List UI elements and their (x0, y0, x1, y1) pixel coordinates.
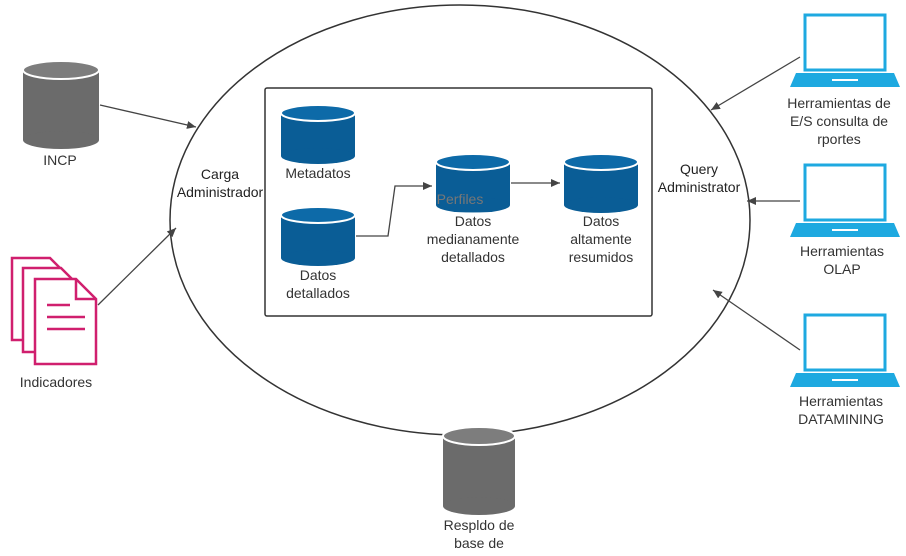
carga-admin-label: Carga Administrador (176, 166, 264, 200)
datos-altamente-label: Datos altamente resumidos (568, 213, 634, 265)
herr-olap-label: Herramientas OLAP (799, 243, 885, 277)
datos-detallados-database-icon (280, 206, 356, 266)
incp-to-carga-arrow (99, 104, 197, 129)
perfiles-label: Perfiles (436, 191, 484, 207)
respaldo-label: Respldo de base de (443, 517, 515, 551)
indicadores-to-carga-arrow (97, 227, 177, 306)
metadatos-database-icon (280, 104, 356, 164)
herr-es-label: Herramientas de E/S consulta de rportes (787, 95, 891, 147)
herr-es-to-query-arrow (710, 56, 801, 111)
datos-altamente-database-icon (563, 153, 639, 213)
query-admin-label: Query Administrator (657, 161, 741, 195)
respaldo-database-icon (442, 426, 516, 515)
datos-medianamente-database-icon (435, 153, 511, 213)
detallados-to-medianamente-arrow (356, 182, 432, 237)
incp-label: INCP (43, 152, 77, 168)
warehouse-box (264, 87, 653, 317)
metadatos-label: Metadatos (285, 165, 351, 181)
datos-detallados-label: Datos detallados (286, 267, 350, 301)
herr-datamining-to-query-arrow (712, 289, 801, 351)
indicadores-documents-icon (10, 256, 98, 366)
incp-database-icon (22, 60, 100, 149)
herr-olap-monitor-icon (790, 163, 900, 237)
indicadores-label: Indicadores (19, 374, 93, 390)
datos-medianamente-label: Datos medianamente detallados (413, 212, 533, 266)
herr-es-monitor-icon (790, 13, 900, 87)
herr-datamining-monitor-icon (790, 313, 900, 387)
herr-datamining-label: Herramientas DATAMINING (798, 393, 884, 427)
